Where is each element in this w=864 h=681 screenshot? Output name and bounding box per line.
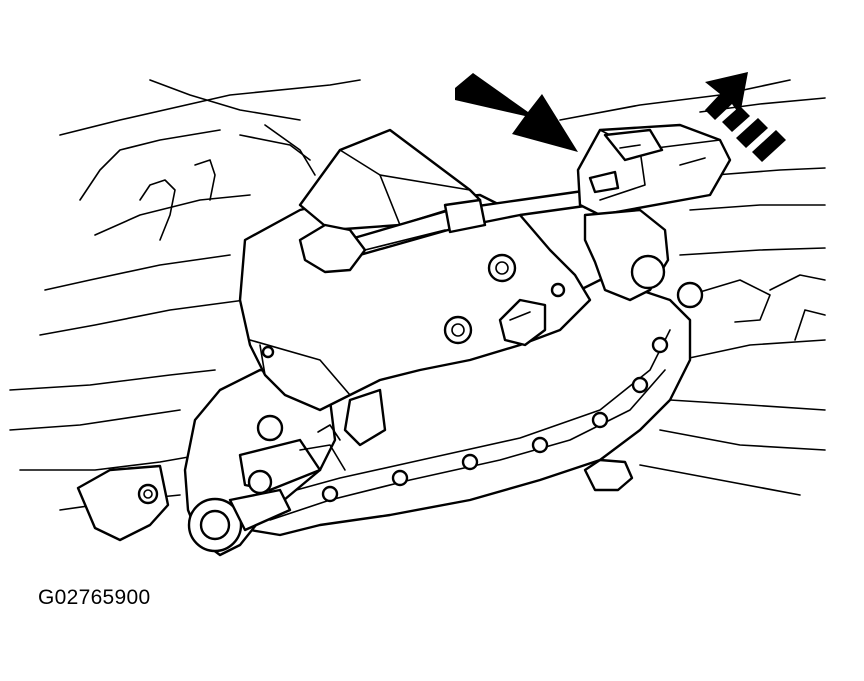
harness-bracket	[583, 208, 704, 309]
mounting-plate	[208, 278, 692, 537]
background-body-lines	[9, 79, 826, 511]
pull-arrow-dashed	[705, 72, 786, 162]
wire-harness	[298, 188, 594, 274]
pivot-crank	[183, 368, 387, 557]
left-mount-bracket	[76, 464, 170, 542]
figure-caption: G02765900	[38, 586, 151, 609]
push-arrow	[455, 73, 578, 152]
electrical-connector	[576, 123, 732, 217]
actuator-box	[298, 128, 482, 232]
